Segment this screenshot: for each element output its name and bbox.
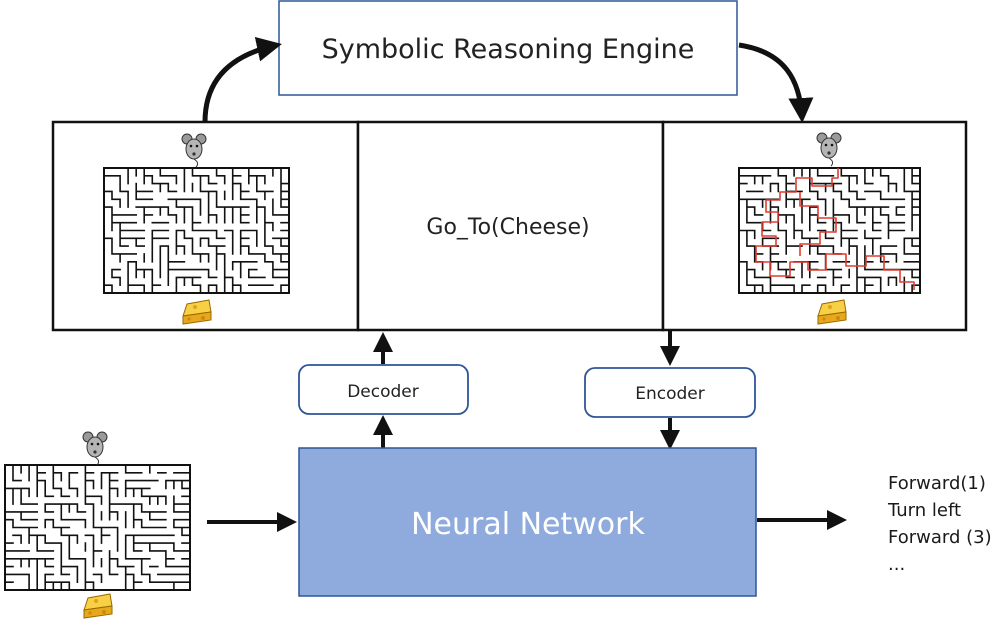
- output-action: Forward(1): [888, 473, 986, 494]
- mouse-icon: [82, 431, 108, 466]
- cheese-icon: [817, 299, 847, 325]
- encoder-label: Encoder: [635, 384, 705, 404]
- symbolic-reasoning-engine-box: Symbolic Reasoning Engine: [278, 0, 738, 96]
- cheese-icon: [83, 593, 113, 619]
- cheese-icon: [182, 299, 212, 325]
- neural-network-box: Neural Network: [298, 447, 757, 597]
- output-action: Forward (3): [888, 527, 992, 548]
- decoder-label: Decoder: [347, 382, 419, 402]
- maze-input: [4, 464, 191, 591]
- engine-label: Symbolic Reasoning Engine: [322, 34, 695, 65]
- output-action: Turn left: [888, 500, 962, 521]
- symbolic-panels: Go_To(Cheese): [51, 120, 968, 332]
- middle-panel: [356, 120, 665, 332]
- network-label: Neural Network: [411, 507, 645, 542]
- maze-walls: [103, 167, 290, 294]
- decoder-box: Decoder: [298, 364, 469, 415]
- encoder-box: Encoder: [584, 367, 756, 418]
- arrow-left-panel-to-engine: [202, 36, 282, 123]
- output-action: ...: [888, 554, 906, 575]
- maze-right: [738, 167, 921, 294]
- arrow-engine-to-right-panel: [738, 42, 814, 123]
- middle-panel-label: Go_To(Cheese): [426, 215, 589, 240]
- solution-path: [755, 168, 915, 290]
- output-actions: Forward(1) Turn left Forward (3) ...: [888, 470, 992, 578]
- maze-walls: [738, 167, 921, 294]
- maze-left: [103, 167, 290, 294]
- maze-walls: [4, 464, 191, 591]
